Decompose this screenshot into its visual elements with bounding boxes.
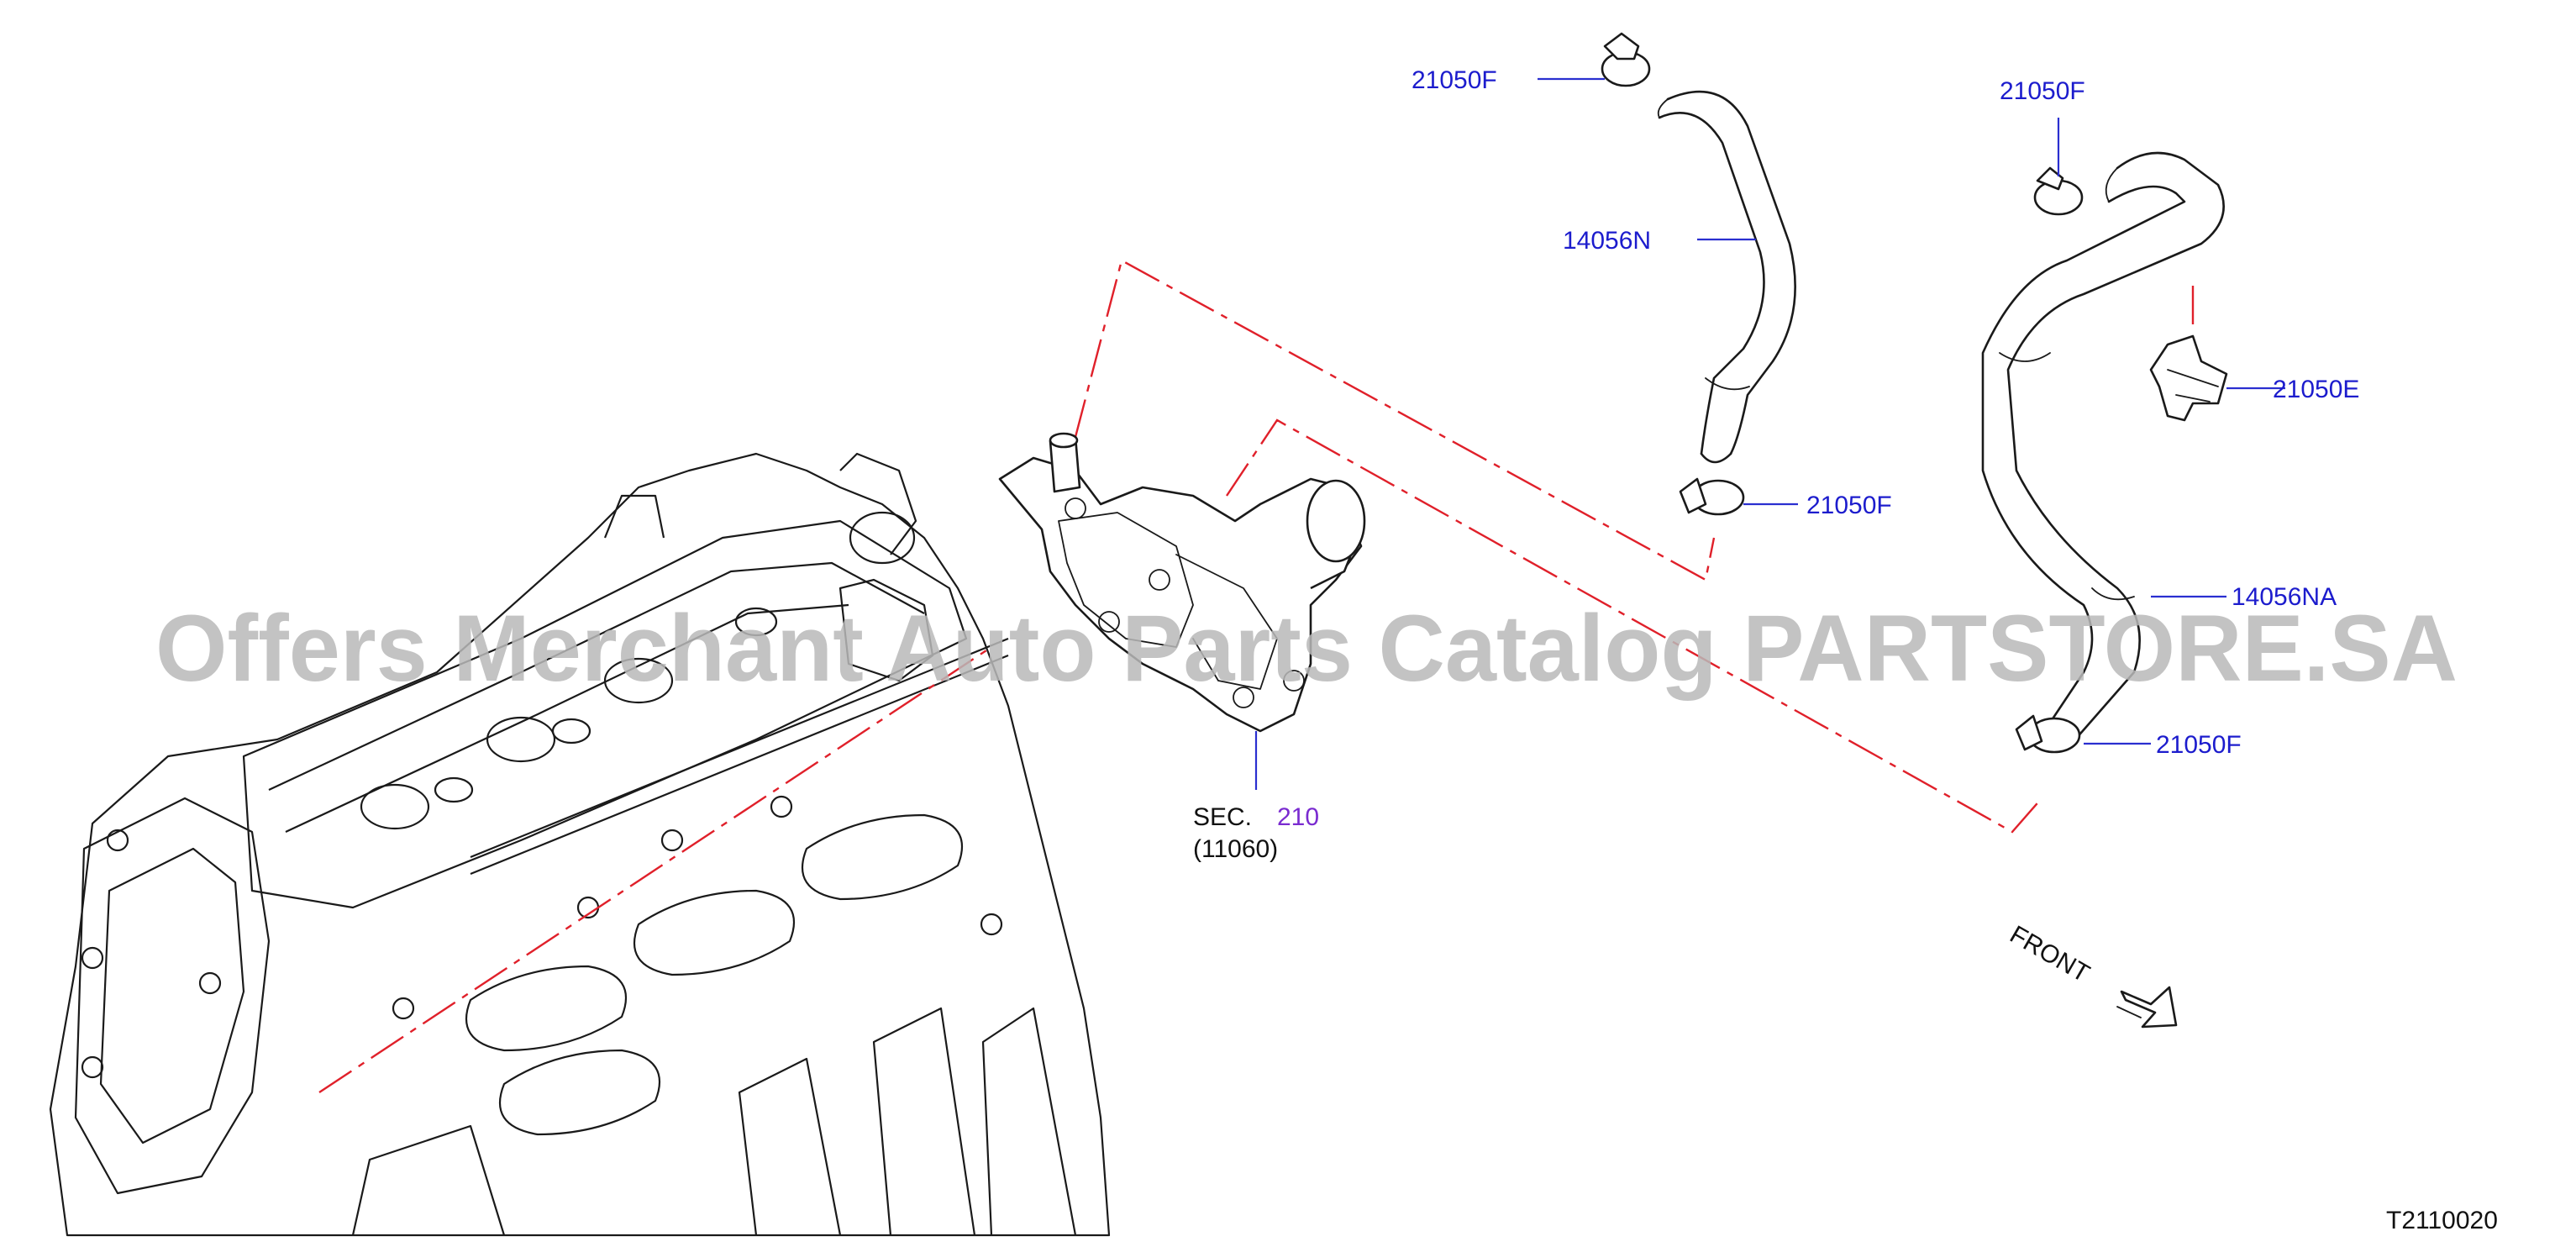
watermark-text: Offers Merchant Auto Parts Catalog PARTS… bbox=[155, 596, 2458, 701]
callout-21050f-right-bottom: 21050F bbox=[2156, 731, 2242, 759]
alignment-line-upper-hose bbox=[1074, 259, 1716, 581]
section-number: 210 bbox=[1277, 803, 1319, 831]
callout-21050e: 21050E bbox=[2273, 376, 2359, 403]
hose-14056N bbox=[1657, 90, 1796, 464]
water-outlet-housing bbox=[998, 432, 1366, 733]
engine-block-illustration bbox=[49, 452, 1111, 1237]
front-label: FRONT bbox=[2006, 920, 2095, 987]
hose-clip-21050E bbox=[2149, 334, 2228, 422]
alignment-line-lower-hose bbox=[1226, 418, 2042, 834]
front-arrow-icon bbox=[2116, 986, 2178, 1029]
hose-clamp-mid-upper bbox=[1679, 477, 1745, 516]
drawing-code: T2110020 bbox=[2386, 1207, 2498, 1234]
alignment-line-engine bbox=[318, 645, 992, 1094]
callout-14056na: 14056NA bbox=[2232, 583, 2337, 611]
callout-21050f-top: 21050F bbox=[1412, 66, 1497, 94]
section-code: (11060) bbox=[1193, 835, 1278, 863]
hose-clamp-right-bottom bbox=[2015, 714, 2081, 754]
section-prefix: SEC. bbox=[1193, 803, 1252, 831]
callout-21050f-right-top: 21050F bbox=[2000, 77, 2085, 105]
leader-lines bbox=[1254, 77, 2285, 790]
callout-21050f-mid: 21050F bbox=[1806, 492, 1892, 519]
callout-14056n: 14056N bbox=[1563, 227, 1651, 255]
hose-clamp-right-top bbox=[2033, 166, 2084, 216]
alignment-lines bbox=[318, 259, 2195, 1094]
hose-clamp-top-left bbox=[1601, 32, 1651, 87]
